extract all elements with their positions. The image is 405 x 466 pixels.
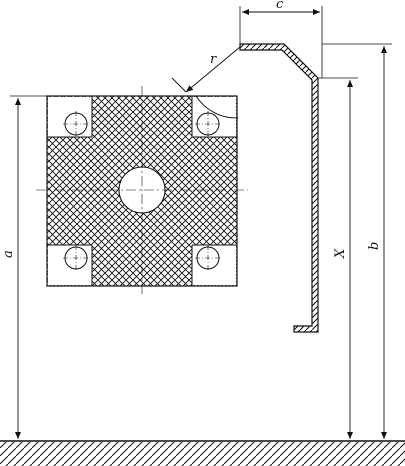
- bolt-hole-top-left: [63, 111, 89, 137]
- dimension-x: X: [318, 77, 358, 439]
- ground-surface: [0, 440, 405, 466]
- plate-centerlines: [36, 86, 248, 296]
- label-c: c: [276, 0, 284, 12]
- bolt-hole-top-right: [195, 111, 221, 137]
- radius-leader: r: [171, 46, 241, 93]
- dimension-a: a: [1, 95, 47, 439]
- label-b: b: [367, 242, 382, 250]
- dimension-c: c: [239, 0, 323, 78]
- label-x: X: [333, 248, 348, 259]
- mounting-plate: [36, 86, 248, 296]
- label-r: r: [210, 52, 217, 67]
- bolt-hole-bottom-right: [195, 245, 221, 271]
- label-a: a: [1, 250, 16, 258]
- bolt-hole-bottom-left: [63, 245, 89, 271]
- radius-arc: [195, 95, 239, 119]
- bracket-profile: [239, 43, 319, 333]
- dimension-b: b: [322, 43, 392, 439]
